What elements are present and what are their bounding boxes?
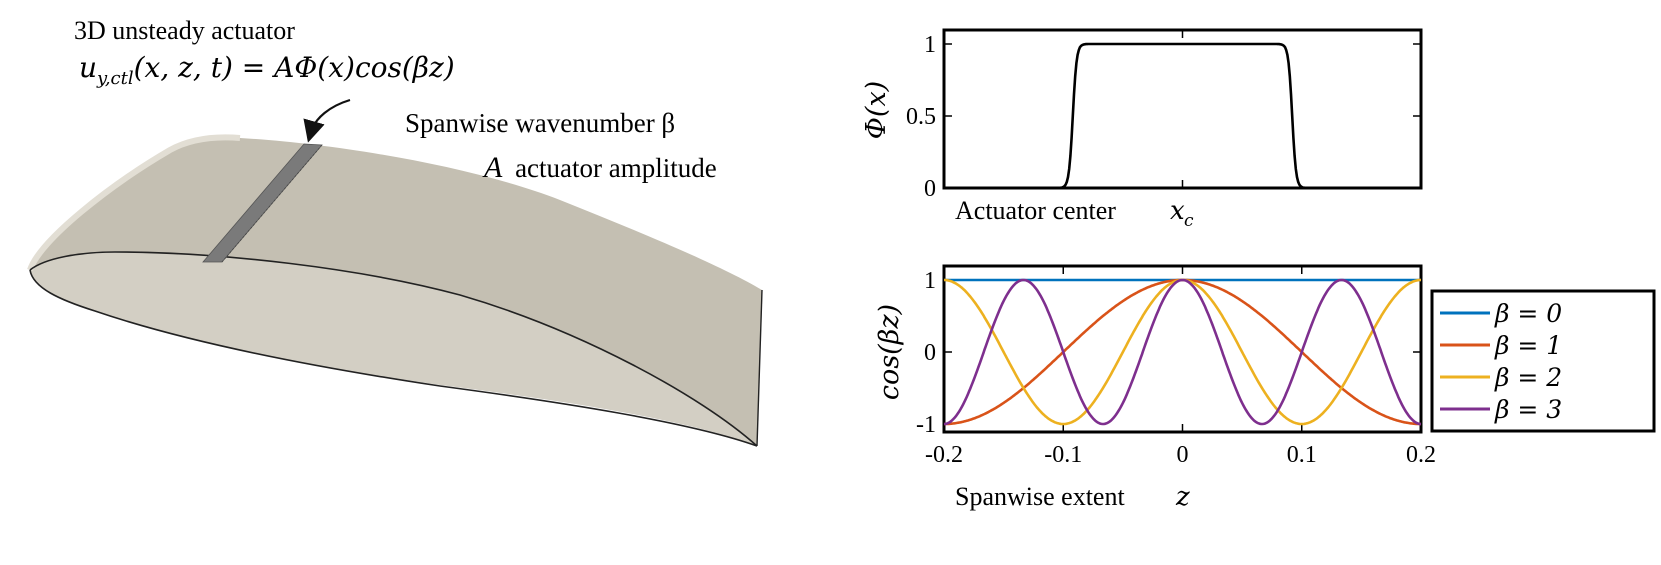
wing-trailing-edge [756,289,763,447]
cos-xtick-label: -0.2 [925,442,963,468]
cos-xlabel-symbol: z [1175,482,1190,512]
cos-xtick-label: 0.1 [1287,442,1317,468]
legend-label-beta-3: β = 3 [1494,395,1562,424]
legend-label-beta-0: β = 0 [1494,299,1562,328]
phi-xlabel-subscript: c [1184,211,1194,231]
cos-series-line-beta-2 [944,278,1421,426]
cos-ytick-label: 0 [924,340,936,366]
cos-legend: β = 0 β = 1 β = 2 β = 3 [1430,289,1656,433]
phi-axes-box [942,28,1423,190]
phi-curve [944,42,1421,190]
cos-xtick-label: 0 [1177,442,1189,468]
wavenumber-label: Spanwise wavenumber β [405,108,675,138]
phi-ytick-label: 0 [924,176,936,202]
airfoil-wing-illustration [27,134,763,447]
phi-ylabel: Φ(x) [861,81,892,139]
phi-xlabel: Actuator center [955,196,1116,225]
cos-ytick-label: 1 [924,268,936,294]
cos-series-line-beta-3 [943,278,1422,426]
spanwise-modes-chart: -0.2 -0.1 0 0.1 0.2 -1 0 1 cos(βz) Spanwise exten… [874,264,1656,512]
wing-outline-upper [29,251,758,447]
equation-u: u [79,51,97,84]
wing-upper-surface [30,137,762,447]
cos-ytick-label: -1 [916,412,936,438]
phi-ytick-label: 1 [924,32,936,58]
legend-label-beta-2: β = 2 [1494,363,1562,392]
cos-xtick-label: 0.2 [1406,442,1436,468]
actuator-equation: uy,ctl(x, z, t) = AΦ(x)cos(βz) [79,51,455,89]
actuator-strip-edge [221,144,323,263]
amplitude-text: actuator amplitude [515,153,717,183]
actuator-pointer-arrow [303,98,351,143]
amplitude-label: A actuator amplitude [482,151,717,184]
wing-outline-lower [29,269,758,447]
cos-xlabel: Spanwise extent [955,482,1125,511]
cos-axes-box [942,264,1423,434]
cos-xtick-label: -0.1 [1044,442,1082,468]
wing-side-face [30,252,757,446]
equation-subscript: y,ctl [96,68,134,89]
wing-leading-edge [27,134,241,272]
cos-ylabel: cos(βz) [874,304,905,400]
phi-ytick-label: 0.5 [906,104,936,130]
actuator-title: 3D unsteady actuator [74,16,295,45]
equation-rest: (x, z, t) = AΦ(x)cos(βz) [134,51,455,84]
amplitude-symbol: A [482,151,503,184]
phi-xlabel-symbol: x [1170,196,1185,226]
cos-series-line-beta-1 [944,278,1421,426]
legend-label-beta-1: β = 1 [1494,331,1562,360]
